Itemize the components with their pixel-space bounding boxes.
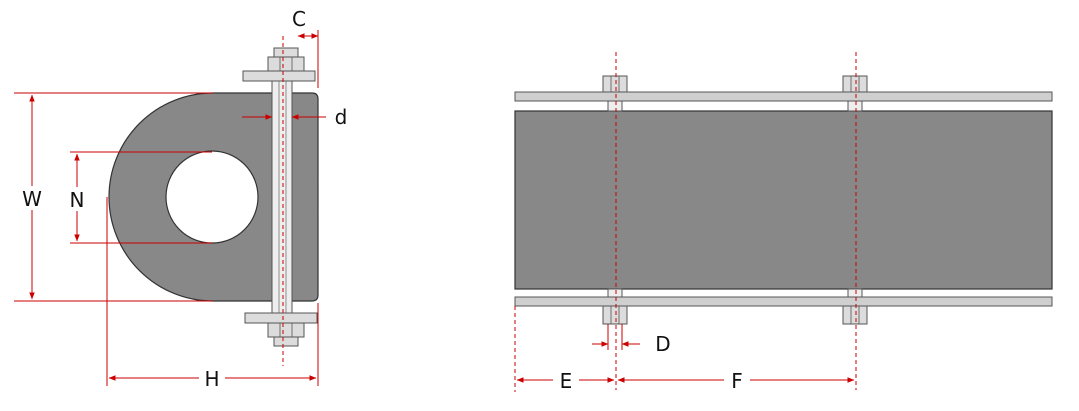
label-c: C (292, 7, 306, 31)
bolt-1 (602, 75, 628, 325)
label-w: W (22, 187, 42, 211)
clamp-body (108, 92, 319, 302)
bolt-2 (842, 75, 868, 325)
label-f: F (731, 369, 743, 393)
top-nut (267, 56, 305, 72)
label-d-upper: D (655, 332, 670, 356)
top-washer-plate (242, 70, 316, 82)
top-plate-strip (514, 91, 1053, 102)
main-band (514, 110, 1053, 290)
label-e: E (560, 369, 573, 393)
bottom-bolt-tip (273, 336, 299, 347)
bottom-washer-plate (244, 312, 318, 324)
bottom-plate-strip (514, 296, 1053, 307)
label-n: N (70, 188, 85, 212)
top-bolt-tip (273, 47, 299, 58)
bolt-shaft (271, 80, 293, 314)
label-d-lower: d (335, 105, 348, 129)
side-view: C d W N H (14, 7, 347, 391)
bottom-nut (267, 322, 305, 338)
label-h: H (204, 367, 219, 391)
front-view: D E F (514, 52, 1053, 393)
